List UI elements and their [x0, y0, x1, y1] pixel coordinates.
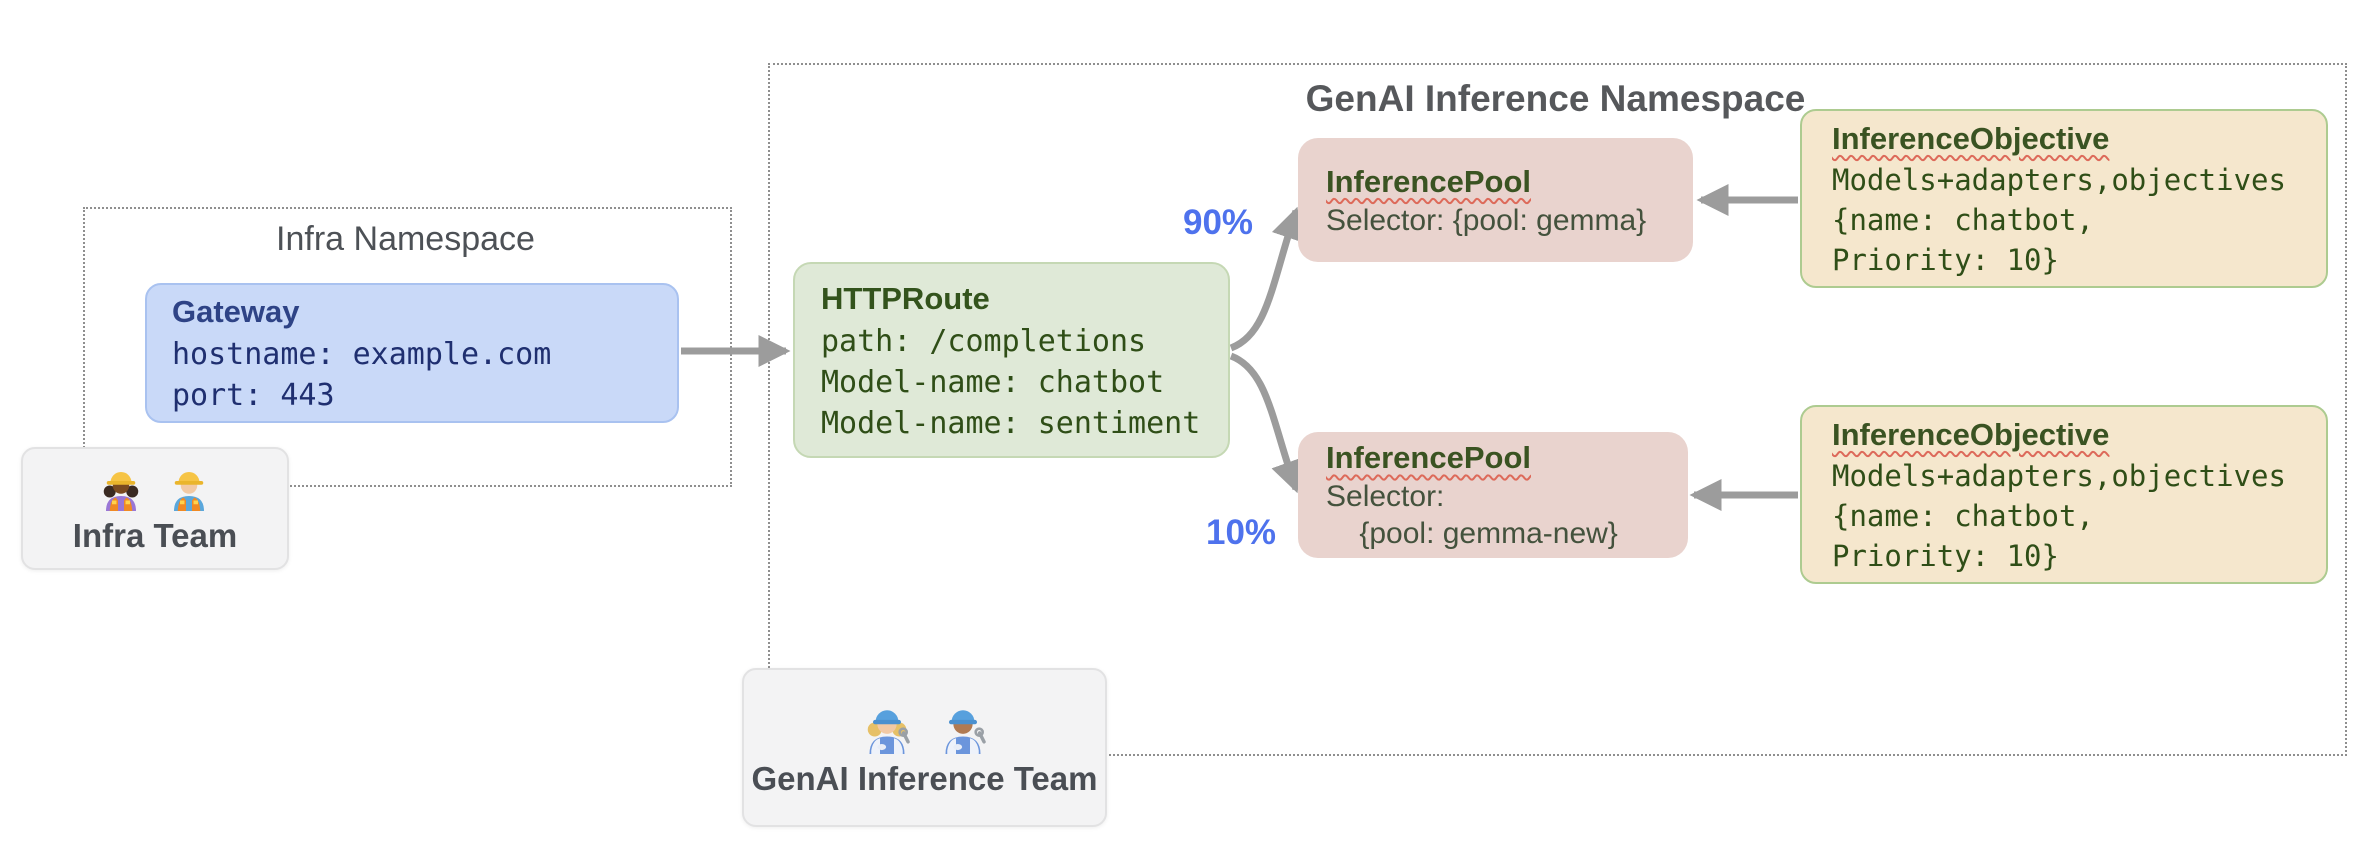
infra-namespace-box: [83, 207, 732, 487]
objective-top-models: Models+adapters,objectives: [1832, 162, 2286, 197]
genai-namespace-title: GenAI Inference Namespace: [1305, 78, 1806, 119]
httproute-card: HTTPRoute path: /completions Model-name:…: [793, 262, 1230, 458]
inference-objective-bottom-title: InferenceObjective: [1832, 416, 2110, 452]
inference-pool-bottom-selector: Selector:: [1326, 480, 1445, 513]
traffic-split-90-label: 90%: [1183, 203, 1254, 242]
inference-objective-top-title: InferenceObjective: [1832, 120, 2110, 156]
infra-team-icons: [97, 463, 213, 511]
gateway-hostname: hostname: example.com: [172, 337, 552, 372]
objective-bottom-priority: Priority: 10}: [1832, 538, 2059, 573]
traffic-split-10-label: 10%: [1206, 513, 1277, 552]
genai-inference-team-card: GenAI Inference Team: [742, 668, 1107, 827]
man-mechanic-icon: [945, 709, 986, 754]
objective-top-priority: Priority: 10}: [1832, 242, 2059, 277]
infra-namespace-title: Infra Namespace: [276, 220, 535, 258]
httproute-title: HTTPRoute: [821, 281, 990, 316]
genai-namespace-box: [768, 63, 2347, 756]
woman-construction-worker-icon: [103, 471, 139, 511]
gateway-port: port: 443: [172, 378, 335, 413]
genai-team-icons: [859, 698, 991, 754]
inference-pool-top-title: InferencePool: [1326, 163, 1531, 199]
inference-pool-bottom-title: InferencePool: [1326, 440, 1531, 475]
inference-pool-top-selector: Selector: {pool: gemma}: [1326, 203, 1647, 237]
inference-pool-top-card: InferencePool Selector: {pool: gemma}: [1298, 138, 1693, 262]
objective-bottom-models: Models+adapters,objectives: [1832, 458, 2286, 493]
objective-bottom-name: {name: chatbot,: [1832, 498, 2094, 533]
inference-pool-bottom-card: InferencePool Selector: {pool: gemma-new…: [1298, 432, 1688, 558]
man-construction-worker-icon: [174, 471, 204, 511]
genai-team-label: GenAI Inference Team: [751, 759, 1098, 797]
inference-pool-bottom-selector-value: {pool: gemma-new}: [1326, 517, 1618, 550]
httproute-model-chatbot: Model-name: chatbot: [821, 365, 1165, 400]
inference-objective-top-card: InferenceObjective Models+adapters,objec…: [1800, 109, 2328, 288]
httproute-model-sentiment: Model-name: sentiment: [821, 406, 1201, 441]
gateway-title: Gateway: [172, 294, 300, 329]
objective-top-name: {name: chatbot,: [1832, 202, 2094, 237]
inference-objective-bottom-card: InferenceObjective Models+adapters,objec…: [1800, 405, 2328, 584]
infra-team-card: Infra Team: [21, 447, 289, 570]
woman-mechanic-icon: [867, 709, 910, 754]
infra-team-label: Infra Team: [72, 516, 238, 554]
httproute-path: path: /completions: [821, 324, 1147, 359]
gateway-card: Gateway hostname: example.com port: 443: [145, 283, 679, 423]
